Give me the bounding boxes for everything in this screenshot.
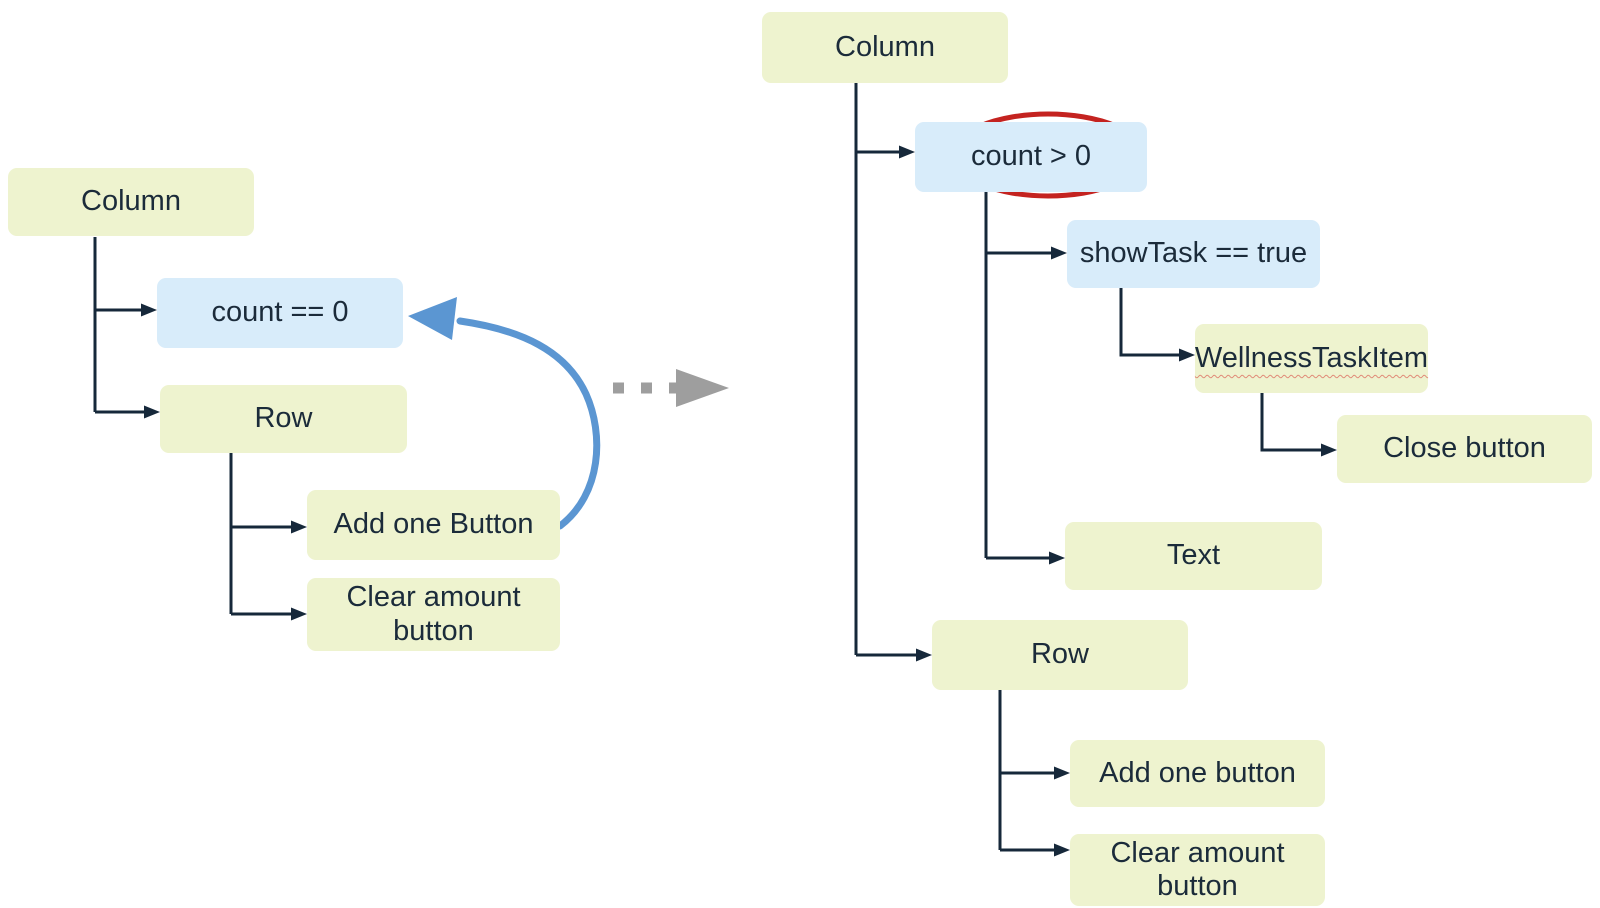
node-show-task-true: showTask == true	[1067, 220, 1320, 288]
left-tree-connectors	[93, 237, 307, 621]
node-clear-amount-button-left: Clear amount button	[307, 578, 560, 651]
loop-back-arrow	[408, 297, 601, 530]
arrowhead-icon	[916, 648, 932, 662]
arrowhead-icon	[1321, 443, 1337, 457]
arrowhead-icon	[141, 303, 157, 317]
transition-arrowhead-icon	[676, 369, 729, 407]
arrowhead-icon	[144, 405, 160, 419]
node-wellness-task-item: WellnessTaskItem	[1195, 324, 1428, 393]
node-add-one-button-right: Add one button	[1070, 740, 1325, 807]
node-count-gt-0: count > 0	[915, 122, 1147, 192]
node-column-right: Column	[762, 12, 1008, 83]
arrowhead-icon	[1051, 246, 1067, 260]
arrowhead-icon	[899, 145, 915, 159]
arrowhead-icon	[1179, 348, 1195, 362]
arrowhead-icon	[291, 607, 307, 621]
wellness-task-item-label: WellnessTaskItem	[1194, 341, 1429, 374]
node-close-button: Close button	[1337, 415, 1592, 483]
arrowhead-icon	[1049, 551, 1065, 565]
right-tree-connectors	[854, 83, 1337, 857]
arrowhead-icon	[1054, 843, 1070, 857]
node-add-one-button-left: Add one Button	[307, 490, 560, 560]
node-row-left: Row	[160, 385, 407, 453]
node-row-right: Row	[932, 620, 1188, 690]
loop-back-arrowhead-icon	[408, 297, 457, 340]
arrowhead-icon	[1054, 766, 1070, 780]
node-clear-amount-button-right: Clear amount button	[1070, 834, 1325, 906]
transition-arrow	[613, 369, 729, 407]
node-count-eq-0: count == 0	[157, 278, 403, 348]
arrowhead-icon	[291, 520, 307, 534]
node-column-left: Column	[8, 168, 254, 236]
node-text: Text	[1065, 522, 1322, 590]
